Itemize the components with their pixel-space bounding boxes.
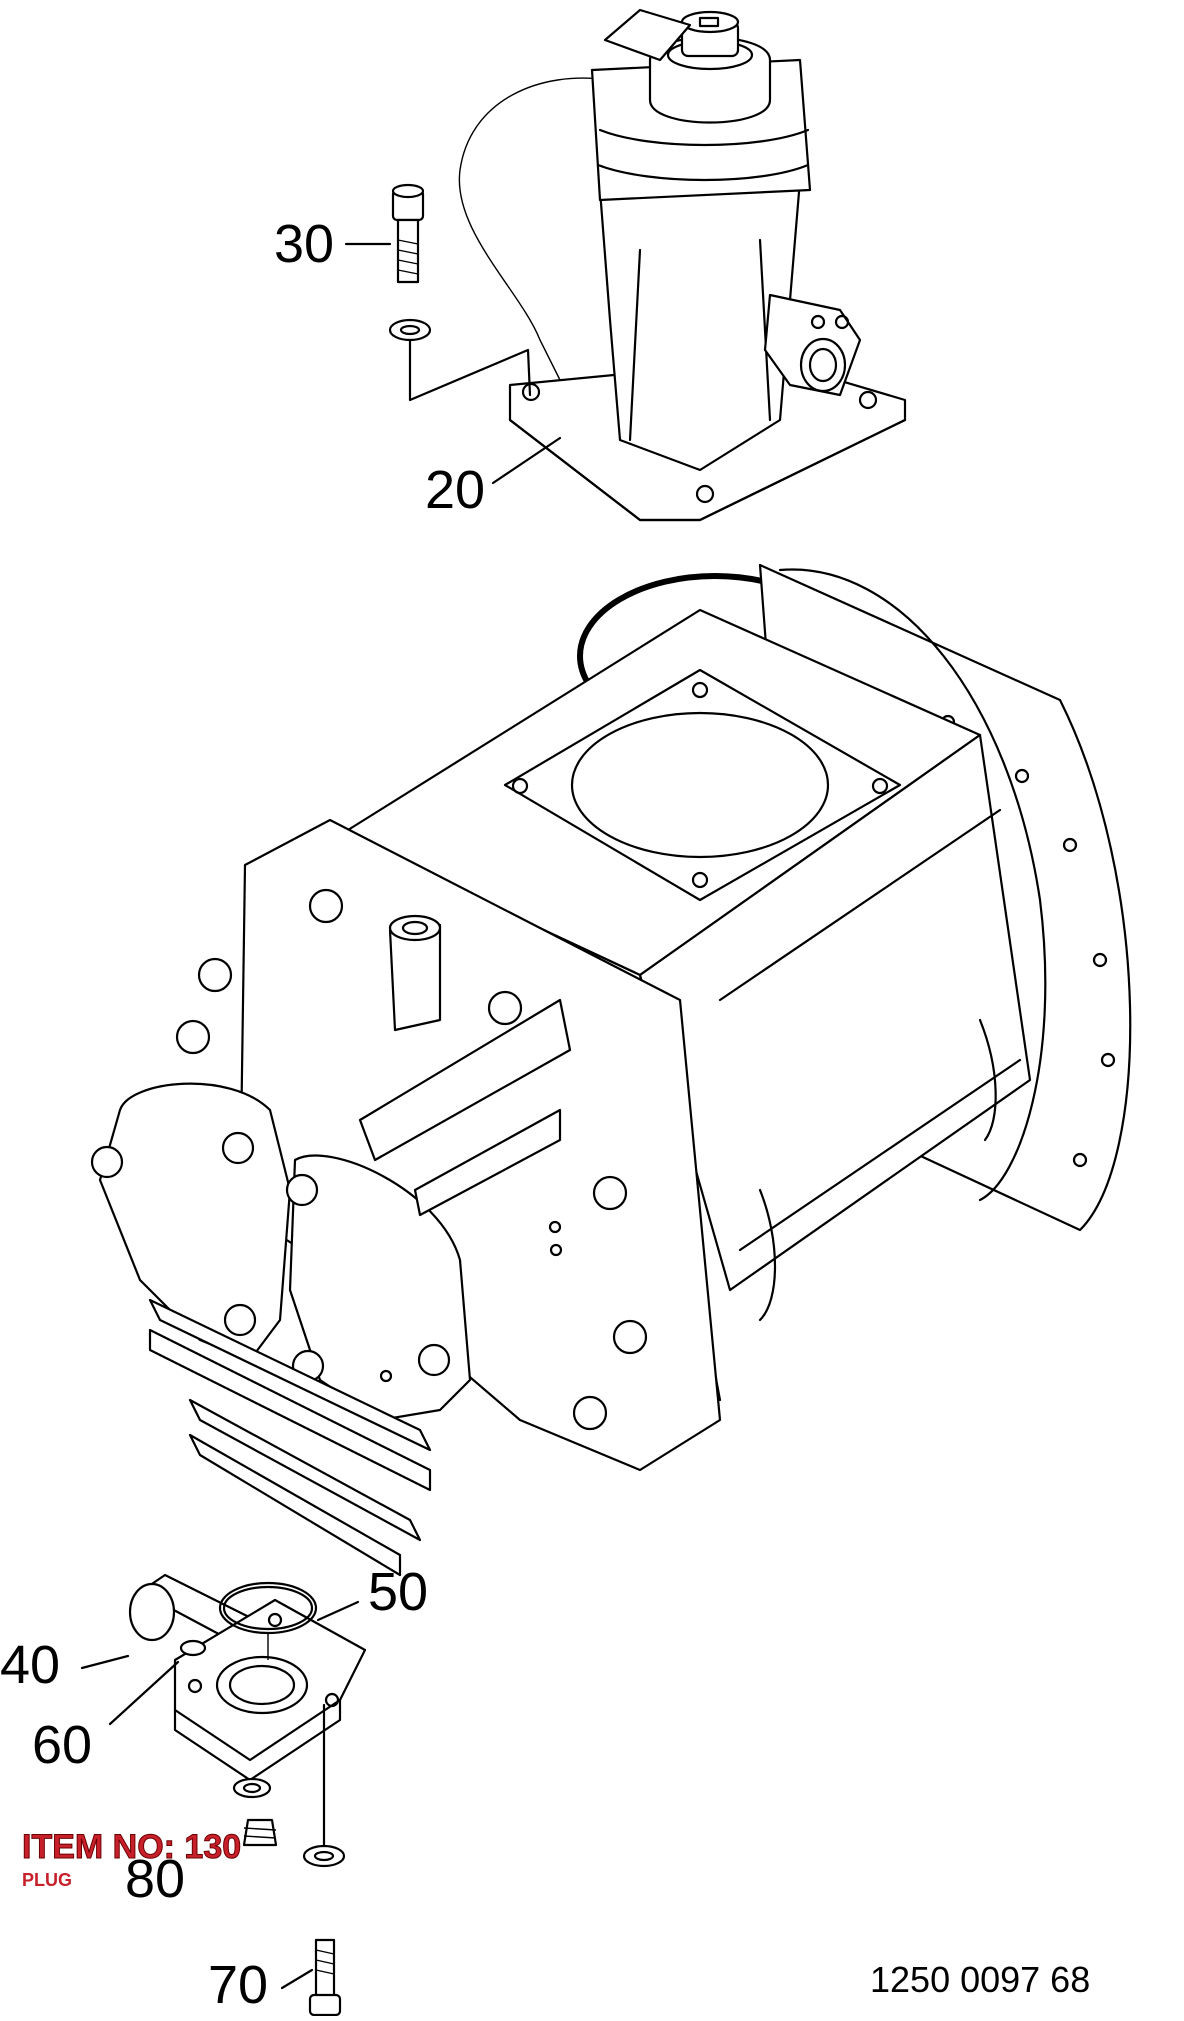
compressor-element-main-body[interactable] bbox=[90, 563, 1132, 1577]
part-20-inlet-housing[interactable] bbox=[458, 8, 907, 522]
callout-60: 60 bbox=[32, 1715, 92, 1775]
part-80-plug[interactable] bbox=[232, 1777, 278, 1847]
part-30-bolt[interactable] bbox=[388, 183, 532, 402]
part-50-o-ring[interactable] bbox=[218, 1581, 318, 1660]
callout-40: 40 bbox=[0, 1635, 60, 1695]
callout-80: 80 bbox=[125, 1849, 185, 1909]
callout-70: 70 bbox=[208, 1955, 268, 2015]
part-40-discharge-flange[interactable] bbox=[128, 1573, 367, 1782]
item-description-label: PLUG bbox=[22, 1870, 72, 1890]
callout-leaders bbox=[80, 242, 562, 1990]
callout-30: 30 bbox=[274, 214, 334, 274]
callout-20: 20 bbox=[425, 460, 485, 520]
part-70-bolt[interactable] bbox=[302, 1703, 346, 2017]
document-number: 1250 0097 68 bbox=[870, 1959, 1090, 2000]
part-60-washer[interactable] bbox=[179, 1639, 207, 1657]
callout-50: 50 bbox=[368, 1562, 428, 1622]
item-number-label: ITEM NO: 130 bbox=[22, 1828, 241, 1866]
flange-bolts bbox=[175, 888, 648, 1431]
